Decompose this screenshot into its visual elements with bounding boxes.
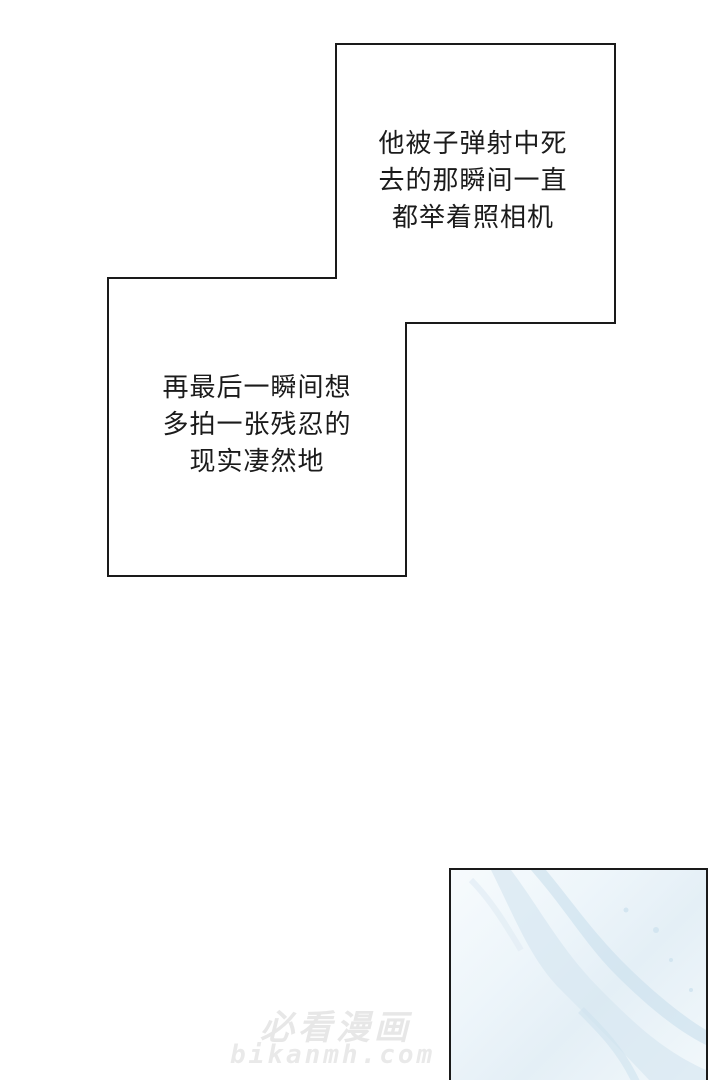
caption-box-outline — [107, 43, 616, 577]
watermark-title: 必看漫画 — [260, 1008, 412, 1048]
caption-text-upper: 他被子弹射中死 去的那瞬间一直 都举着照相机 — [346, 126, 600, 237]
caption-line: 现实凄然地 — [189, 447, 325, 477]
caption-text-lower: 再最后一瞬间想 多拍一张残忍的 现实凄然地 — [128, 370, 386, 481]
next-panel — [449, 868, 708, 1080]
caption-line: 他被子弹射中死 — [378, 129, 568, 159]
caption-box-upper-outline — [107, 43, 616, 577]
caption-line: 去的那瞬间一直 — [378, 166, 568, 196]
caption-line: 再最后一瞬间想 — [162, 373, 352, 403]
watermark-url: bikanmh.com — [230, 1040, 436, 1070]
water-spray-art — [468, 870, 706, 1080]
caption-line: 多拍一张残忍的 — [162, 410, 352, 440]
caption-line: 都举着照相机 — [391, 203, 554, 233]
